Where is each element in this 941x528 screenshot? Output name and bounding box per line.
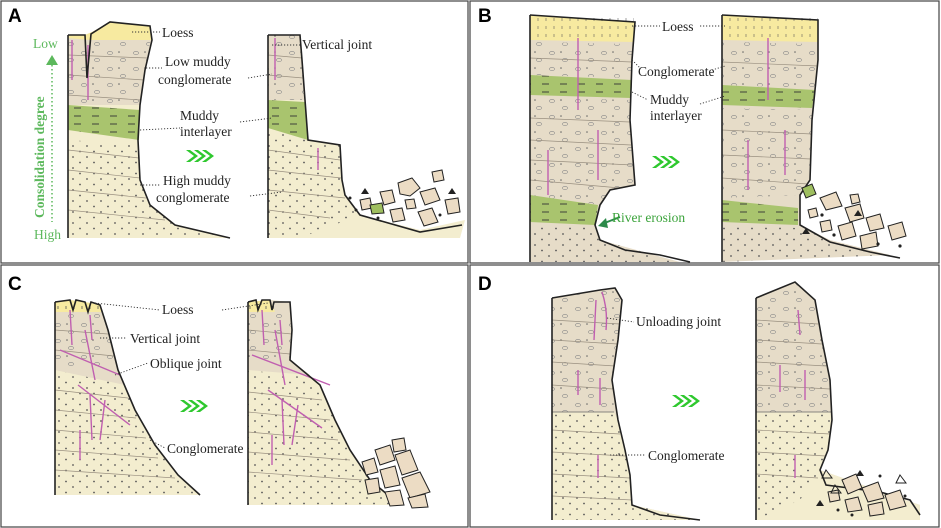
cliff-d-after: [755, 281, 921, 520]
debris-b: [801, 183, 907, 250]
label-loess-c: Loess: [162, 302, 194, 317]
panel-b: B River erosion: [478, 6, 907, 263]
cliff-b-before: [529, 14, 691, 263]
label-muddy-interlayer-b-2: interlayer: [650, 108, 702, 123]
leader-low-muddy-a-right: [247, 73, 273, 79]
debris-a: [348, 169, 461, 227]
cliff-c-after: [247, 299, 431, 509]
panel-letter-a: A: [8, 6, 22, 27]
panel-d: D: [478, 274, 921, 521]
cliff-c-before: [54, 299, 201, 496]
label-low-muddy-a-2: conglomerate: [158, 72, 231, 87]
cliff-b-after: [721, 14, 907, 262]
debris-d: [816, 469, 907, 517]
process-arrow-d-icon: [672, 395, 700, 407]
label-high-muddy-a-2: conglomerate: [156, 190, 229, 205]
process-arrow-c-icon: [180, 400, 208, 412]
label-conglomerate-d: Conglomerate: [648, 448, 724, 463]
panel-letter-d: D: [478, 274, 492, 295]
panel-frame-b: [469, 0, 940, 264]
label-loess-a: Loess: [162, 25, 194, 40]
leader-high-muddy-a-right: [249, 191, 283, 197]
label-river-erosion: River erosion: [612, 210, 685, 225]
panel-letter-b: B: [478, 6, 492, 27]
axis-title: Consolidation degree: [32, 96, 47, 218]
consolidation-axis: Low Consolidation degree High: [32, 36, 61, 242]
leader-muddy-interlayer-b-right: [699, 95, 726, 105]
leader-muddy-interlayer-b: [631, 91, 649, 101]
label-vertical-joint-c: Vertical joint: [130, 331, 200, 346]
axis-arrow-up-icon: [46, 55, 58, 65]
label-vertical-joint-a: Vertical joint: [302, 37, 372, 52]
label-muddy-interlayer-a-2: interlayer: [180, 124, 232, 139]
leader-loess-c: [94, 302, 161, 311]
label-high-muddy-a-1: High muddy: [163, 173, 231, 188]
label-muddy-interlayer-a-1: Muddy: [180, 108, 219, 123]
leader-muddy-interlayer-a: [139, 127, 181, 131]
panel-frame-d: [469, 264, 940, 528]
panel-a: A Low Consolidation degree High: [8, 6, 465, 242]
leader-conglomerate-b: [631, 59, 641, 69]
label-loess-b: Loess: [662, 19, 694, 34]
process-arrow-a-icon: [186, 150, 214, 162]
label-low-muddy-a-1: Low muddy: [165, 54, 231, 69]
panel-c: C: [8, 274, 431, 509]
debris-c: [361, 437, 431, 509]
panel-frame-c: [0, 264, 469, 528]
process-arrow-b-icon: [652, 156, 680, 168]
cliff-a-before: [67, 21, 231, 239]
cliff-a-after: [267, 34, 465, 238]
label-conglomerate-b: Conglomerate: [638, 64, 714, 79]
river-erosion-arrow-icon: [598, 216, 621, 228]
leader-muddy-interlayer-a-right: [239, 117, 273, 123]
axis-high-label: High: [34, 227, 61, 242]
label-oblique-joint-c: Oblique joint: [150, 356, 222, 371]
leader-conglomerate-b-right: [711, 65, 726, 71]
panel-letter-c: C: [8, 274, 22, 295]
cliff-d-before: [551, 287, 701, 521]
panel-frame-a: [0, 0, 469, 264]
label-unloading-joint-d: Unloading joint: [636, 314, 721, 329]
label-conglomerate-c: Conglomerate: [167, 441, 243, 456]
label-muddy-interlayer-b-1: Muddy: [650, 92, 689, 107]
axis-low-label: Low: [33, 36, 58, 51]
